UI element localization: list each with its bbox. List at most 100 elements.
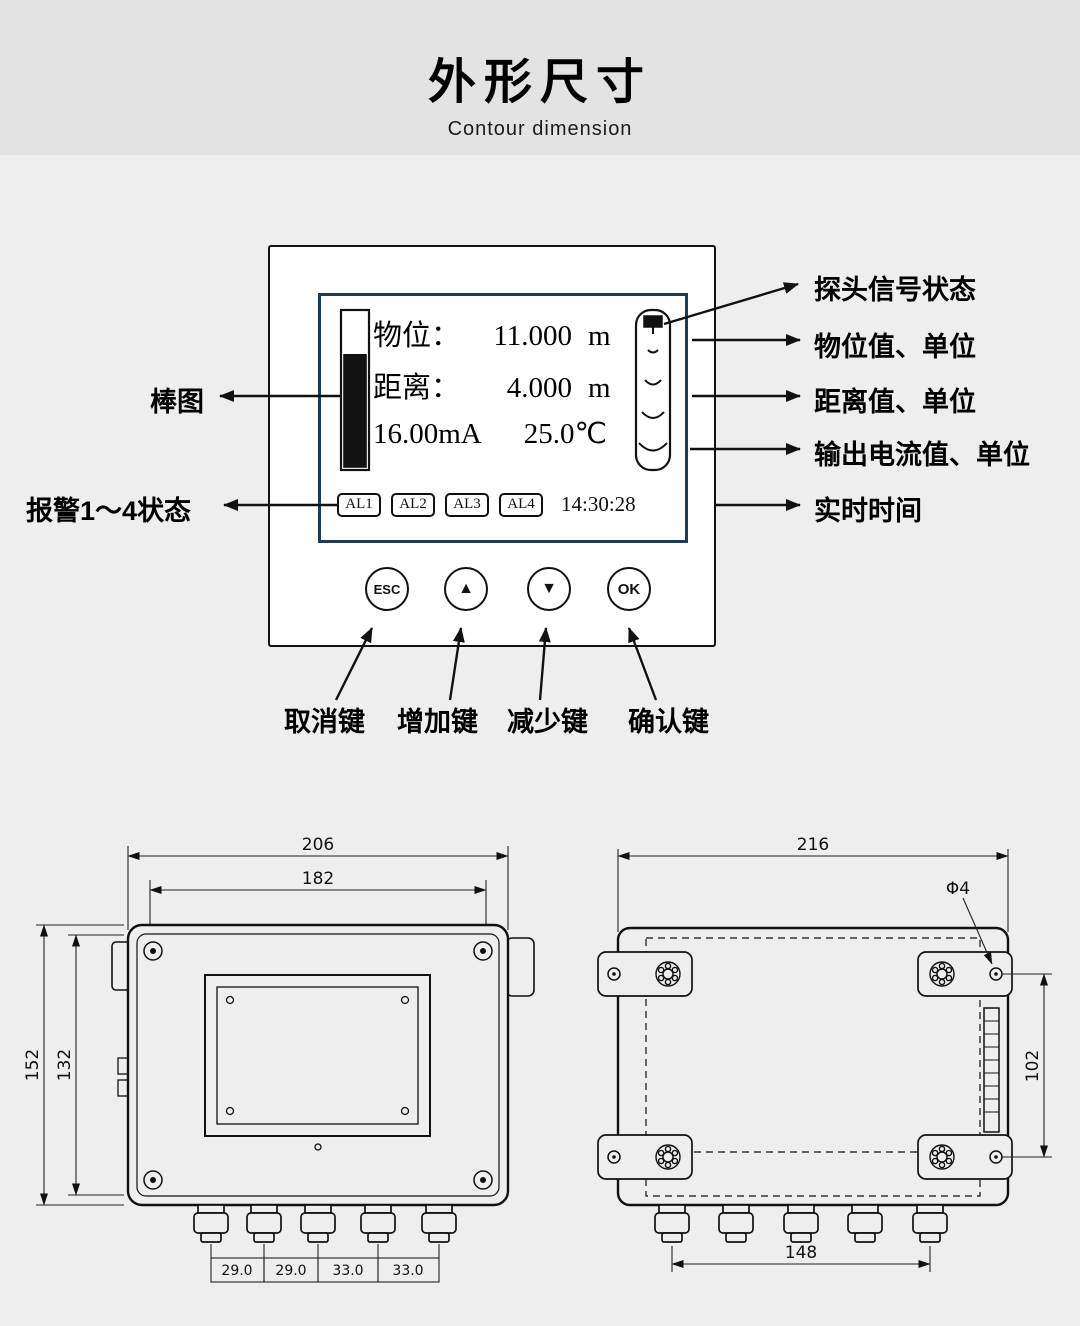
- callout-output-current: 输出电流值、单位: [814, 440, 1030, 470]
- callout-distance-value: 距离值、单位: [814, 387, 976, 417]
- callout-decrease-key: 减少键: [507, 707, 588, 737]
- mounting-bracket: [917, 1134, 1013, 1180]
- gland-dimension-table: [210, 1244, 440, 1283]
- callout-increase-key: 增加键: [397, 707, 478, 737]
- lcd-screen: 物位： 11.000 m 距离： 4.000 m 16.00mA 25.0℃ A…: [318, 293, 688, 543]
- up-button: ▲: [444, 567, 488, 611]
- bracket-screw-icon: [929, 961, 955, 987]
- up-triangle-icon: ▲: [458, 580, 474, 597]
- signal-wave-icon: [644, 379, 662, 386]
- alarm-badge-al4: AL4: [499, 492, 543, 517]
- cable-gland: [783, 1204, 819, 1243]
- down-triangle-icon: ▼: [541, 580, 557, 597]
- callout-cancel-key: 取消键: [284, 707, 365, 737]
- callout-real-time: 实时时间: [814, 496, 922, 526]
- hinge-strip: [983, 1007, 1000, 1133]
- corner-screw-icon: [143, 941, 163, 961]
- enclosure-body-rear: [616, 926, 1010, 1207]
- hinge-nub: [117, 1057, 131, 1075]
- alarm-badge-al3: AL3: [445, 492, 489, 517]
- enclosure-body-front: [126, 923, 510, 1207]
- hinge-nub: [117, 1079, 131, 1097]
- bracket-hole-icon: [989, 967, 1003, 981]
- ok-button-label: OK: [617, 580, 641, 598]
- temperature-value: 25.0℃: [523, 418, 608, 450]
- bracket-hole-icon: [607, 1150, 621, 1164]
- callout-level-value: 物位值、单位: [814, 332, 976, 362]
- distance-unit: m: [588, 372, 611, 404]
- dim-gland-2: 29.0: [275, 1263, 306, 1279]
- distance-label: 距离：: [373, 372, 461, 404]
- right-mounting-ear: [505, 937, 535, 997]
- alarm-row: AL1 AL2 AL3 AL4 14:30:28: [337, 492, 636, 517]
- cable-gland: [718, 1204, 754, 1243]
- left-mounting-ear: [111, 941, 131, 991]
- output-current-value: 16.00mA: [373, 418, 482, 450]
- mounting-bracket: [597, 1134, 693, 1180]
- cable-gland: [360, 1204, 396, 1243]
- dim-132: 132: [55, 1049, 75, 1081]
- corner-screw-icon: [473, 1170, 493, 1190]
- level-readout: 物位： 11.000 m: [373, 312, 611, 354]
- ok-button: OK: [607, 567, 651, 611]
- dim-gland-1: 29.0: [221, 1263, 252, 1279]
- display-bezel-inner: [216, 986, 419, 1125]
- dim-206: 206: [302, 835, 334, 855]
- signal-indicator-outline: [634, 308, 672, 472]
- front-view-drawing: 206 182 152 132: [23, 835, 535, 1283]
- bracket-screw-icon: [655, 1144, 681, 1170]
- distance-value: 4.000: [506, 372, 573, 404]
- mounting-bracket: [597, 951, 693, 997]
- callout-alarm-status: 报警1～4状态: [26, 496, 192, 526]
- bracket-screw-icon: [655, 961, 681, 987]
- device-panel: 物位： 11.000 m 距离： 4.000 m 16.00mA 25.0℃ A…: [268, 245, 716, 647]
- bracket-hole-icon: [607, 967, 621, 981]
- lcd-graphics: [339, 308, 672, 472]
- cable-gland: [193, 1204, 229, 1243]
- cable-gland: [300, 1204, 336, 1243]
- signal-wave-icon: [641, 411, 665, 419]
- cable-gland: [654, 1204, 690, 1243]
- header: 外形尺寸 Contour dimension: [0, 0, 1080, 155]
- rear-view-drawing: 216 Φ4: [597, 835, 1052, 1272]
- dim-phi4: Φ4: [946, 879, 970, 899]
- dim-gland-4: 33.0: [392, 1263, 423, 1279]
- lid-seam-dashed: [645, 937, 981, 1197]
- down-button: ▼: [527, 567, 571, 611]
- cable-gland: [246, 1204, 282, 1243]
- phi4-leader: [962, 897, 993, 965]
- cable-gland: [912, 1204, 948, 1243]
- signal-wave-icon: [647, 349, 659, 354]
- alarm-badge-al2: AL2: [391, 492, 435, 517]
- bracket-hole-icon: [989, 1150, 1003, 1164]
- level-unit: m: [588, 320, 611, 352]
- corner-screw-icon: [143, 1170, 163, 1190]
- signal-wave-icon: [638, 442, 668, 452]
- clock-readout: 14:30:28: [561, 492, 636, 516]
- cable-gland: [847, 1204, 883, 1243]
- mounting-bracket: [917, 951, 1013, 997]
- callout-probe-signal: 探头信号状态: [814, 275, 976, 305]
- dim-152: 152: [23, 1049, 43, 1081]
- distance-readout: 距离： 4.000 m: [373, 364, 611, 406]
- bracket-screw-icon: [929, 1144, 955, 1170]
- page-subtitle: Contour dimension: [447, 118, 633, 140]
- dim-gland-3: 33.0: [332, 1263, 363, 1279]
- callout-bar-graph: 棒图: [150, 387, 204, 417]
- bar-graph-fill: [343, 354, 367, 468]
- corner-screw-icon: [473, 941, 493, 961]
- dim-216: 216: [797, 835, 829, 855]
- display-bezel-outer: [204, 974, 431, 1137]
- dim-102: 102: [1023, 1050, 1043, 1082]
- page-title: 外形尺寸: [427, 56, 652, 109]
- dim-182: 182: [302, 869, 334, 889]
- dim-148: 148: [785, 1243, 817, 1263]
- level-value: 11.000: [493, 320, 573, 352]
- level-label: 物位：: [373, 320, 461, 352]
- probe-antenna-icon: [643, 315, 663, 328]
- current-temp-readout: 16.00mA 25.0℃: [373, 416, 607, 451]
- esc-button-label: ESC: [373, 581, 401, 597]
- cable-gland: [421, 1204, 457, 1243]
